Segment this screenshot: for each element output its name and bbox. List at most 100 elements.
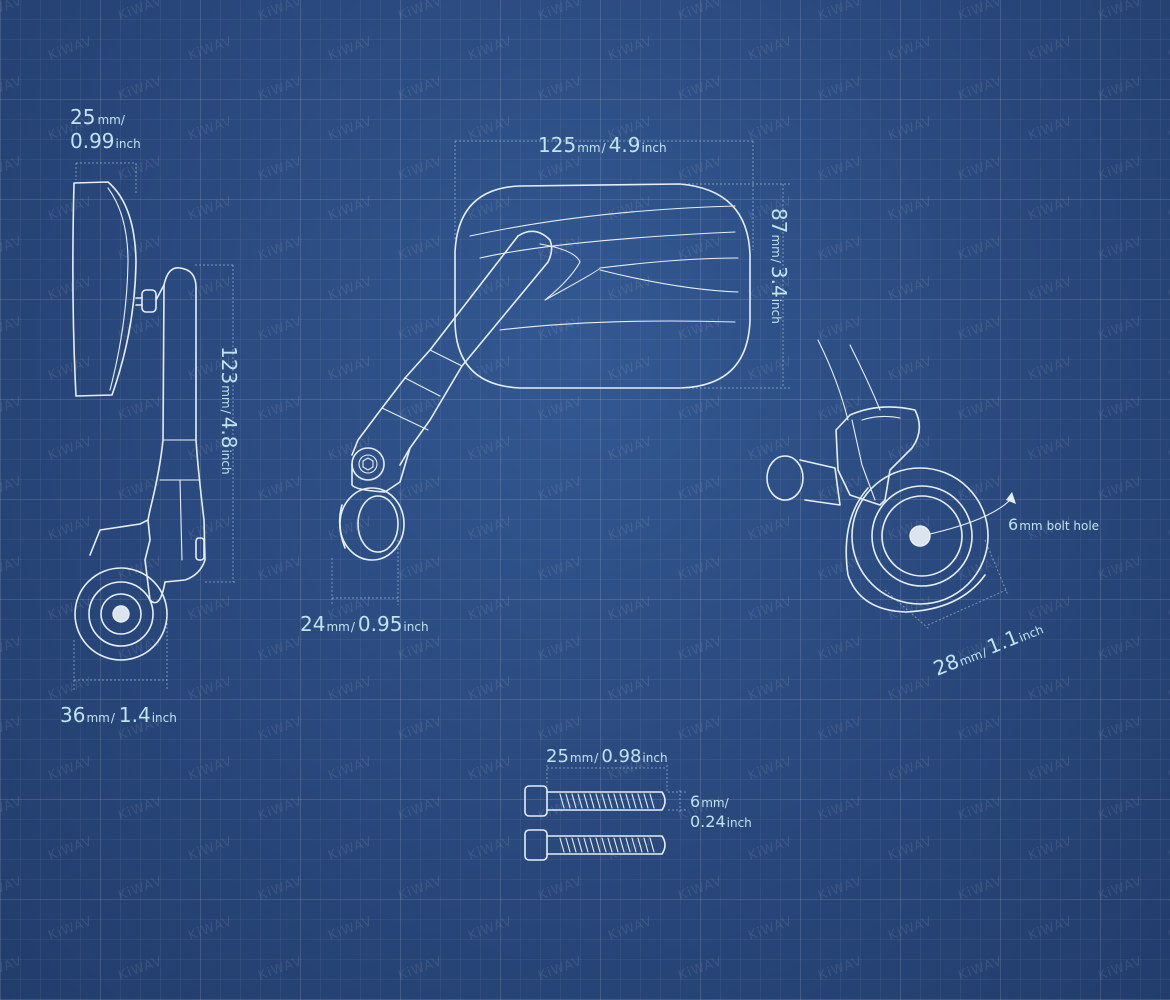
clamp-arm-line-1 [817, 339, 849, 421]
watermark-text: KiWAV [746, 914, 795, 944]
watermark-text: KiWAV [396, 0, 445, 24]
bolt-2 [524, 829, 666, 861]
watermark-text: KiWAV [536, 554, 585, 584]
side-pivot-knob [141, 289, 157, 313]
label-mirror-thickness-inch: 0.99inch [70, 129, 141, 153]
watermark-text: KiWAV [1096, 474, 1145, 504]
bolt-hole-icon [909, 525, 931, 547]
watermark-text: KiWAV [0, 394, 25, 424]
watermark-text: KiWAV [186, 34, 235, 64]
watermark-text: KiWAV [816, 794, 865, 824]
watermark-text: KiWAV [676, 954, 725, 984]
watermark-text: KiWAV [256, 394, 305, 424]
watermark-text: KiWAV [326, 754, 375, 784]
clamp-housing-line-2 [861, 415, 901, 421]
watermark-text: KiWAV [256, 794, 305, 824]
watermark-text: KiWAV [676, 314, 725, 344]
watermark-text: KiWAV [256, 714, 305, 744]
watermark-text: KiWAV [816, 714, 865, 744]
watermark-text: KiWAV [326, 514, 375, 544]
watermark-text: KiWAV [0, 0, 25, 24]
watermark-text: KiWAV [536, 154, 585, 184]
clamp-ring-inner [881, 495, 963, 577]
watermark-text: KiWAV [676, 474, 725, 504]
watermark-text: KiWAV [116, 874, 165, 904]
side-clamp-body [89, 519, 166, 604]
watermark-text: KiWAV [956, 954, 1005, 984]
watermark-text: KiWAV [256, 954, 305, 984]
watermark-text: KiWAV [116, 954, 165, 984]
watermark-text: KiWAV [326, 194, 375, 224]
watermark-text: KiWAV [466, 834, 515, 864]
watermark-text: KiWAV [0, 874, 25, 904]
watermark-text: KiWAV [1096, 234, 1145, 264]
label-bolt-dia-inch: 0.24inch [690, 812, 752, 831]
watermark-text: KiWAV [256, 314, 305, 344]
watermark-text: KiWAV [816, 0, 865, 24]
watermark-text: KiWAV [746, 834, 795, 864]
watermark-text: KiWAV [256, 554, 305, 584]
side-clamp-ring-inner [100, 593, 142, 635]
watermark-text: KiWAV [606, 434, 655, 464]
label-side-height: 123mm/4.8inch [217, 346, 241, 475]
watermark-text: KiWAV [816, 234, 865, 264]
watermark-text: KiWAV [606, 914, 655, 944]
watermark-text: KiWAV [816, 154, 865, 184]
watermark-text: KiWAV [1166, 434, 1170, 464]
front-groove-7 [539, 243, 581, 301]
watermark-text: KiWAV [46, 434, 95, 464]
front-groove-6 [499, 320, 736, 331]
watermark-text: KiWAV [1166, 914, 1170, 944]
watermark-text: KiWAV [256, 0, 305, 24]
watermark-text: KiWAV [1026, 114, 1075, 144]
clamp-band [845, 487, 986, 613]
watermark-text: KiWAV [956, 554, 1005, 584]
side-clamp-screw [195, 537, 205, 561]
watermark-text: KiWAV [816, 954, 865, 984]
watermark-text: KiWAV [466, 754, 515, 784]
watermark-text: KiWAV [1096, 794, 1145, 824]
watermark-text: KiWAV [46, 754, 95, 784]
watermark-text: KiWAV [676, 634, 725, 664]
watermark-text: KiWAV [46, 914, 95, 944]
watermark-text: KiWAV [396, 234, 445, 264]
watermark-text: KiWAV [0, 554, 25, 584]
front-groove-4 [599, 269, 739, 293]
watermark-text: KiWAV [816, 874, 865, 904]
watermark-text: KiWAV [256, 154, 305, 184]
label-arm-width: 24mm/0.95inch [300, 612, 429, 636]
watermark-text: KiWAV [536, 634, 585, 664]
watermark-text: KiWAV [956, 74, 1005, 104]
watermark-text: KiWAV [606, 194, 655, 224]
watermark-text: KiWAV [886, 674, 935, 704]
watermark-text: KiWAV [746, 674, 795, 704]
watermark-text: KiWAV [676, 154, 725, 184]
bolt-2-head [524, 829, 548, 861]
watermark-text: KiWAV [1026, 434, 1075, 464]
watermark-text: KiWAV [1166, 274, 1170, 304]
watermark-text: KiWAV [0, 794, 25, 824]
watermark-text: KiWAV [186, 754, 235, 784]
watermark-text: KiWAV [396, 554, 445, 584]
watermark-text: KiWAV [606, 274, 655, 304]
watermark-text: KiWAV [746, 434, 795, 464]
watermark-text: KiWAV [46, 34, 95, 64]
clamp-arm-line-2 [849, 344, 881, 411]
bolts-view: 25mm/0.98inch 6mm/ 0.24inch [524, 746, 752, 861]
front-arm-joint-1 [429, 349, 463, 367]
watermark-text: KiWAV [326, 834, 375, 864]
watermark-text: KiWAV [186, 194, 235, 224]
watermark-text: KiWAV [536, 0, 585, 24]
watermark-text: KiWAV [676, 554, 725, 584]
front-arm [399, 230, 553, 466]
watermark-text: KiWAV [1096, 74, 1145, 104]
watermark-text: KiWAV [956, 874, 1005, 904]
label-mirror-height: 87mm/3.4inch [767, 208, 791, 324]
bolt-2-thread [559, 837, 655, 853]
watermark-text: KiWAV [816, 74, 865, 104]
watermark-text: KiWAV [676, 74, 725, 104]
clamp-knob-stem [799, 459, 841, 506]
